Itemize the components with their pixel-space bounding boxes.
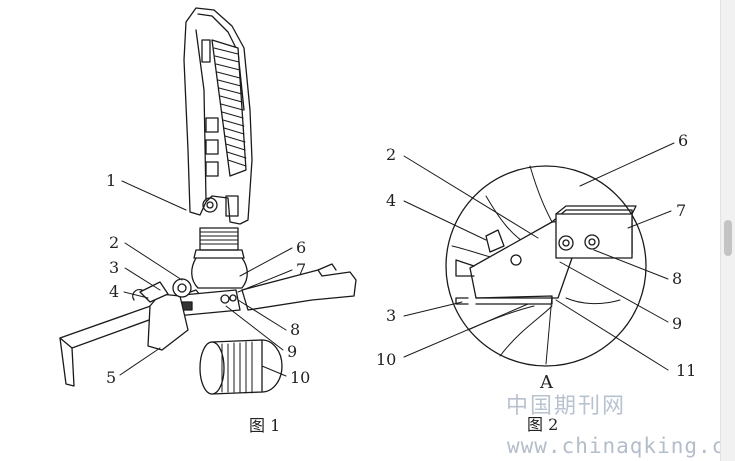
callout-9: 9 [672,314,682,333]
callout-11: 11 [676,361,696,380]
callout-4: 4 [109,282,119,301]
view-letter: A [539,372,554,393]
callout-4: 4 [386,191,396,210]
figure1-caption: 图 1 [249,416,281,435]
callout-8: 8 [290,320,300,339]
callout-2: 2 [386,145,396,164]
callout-10: 10 [376,350,396,369]
callout-7: 7 [296,260,306,279]
vertical-scrollbar[interactable] [720,0,735,461]
callout-5: 5 [106,368,116,387]
watermark-url: www.chinaqking.com [507,434,735,458]
callout-3: 3 [109,258,119,277]
callout-3: 3 [386,306,396,325]
figure1-drawing [59,7,357,395]
callout-6: 6 [678,131,688,150]
figure1-callouts: 1 2 3 4 5 6 7 8 9 10 [106,171,310,387]
figure2-caption: 图 2 [527,415,559,434]
scrollbar-thumb[interactable] [724,220,732,256]
callout-9: 9 [287,342,297,361]
figure2-callouts: 2 6 4 7 8 3 9 10 11 A [376,131,696,393]
callout-8: 8 [672,269,682,288]
callout-6: 6 [296,238,306,257]
watermark-site-name: 中国期刊网 [506,394,627,419]
callout-2: 2 [109,233,119,252]
callout-10: 10 [290,368,310,387]
figure2-drawing [403,142,675,371]
callout-1: 1 [106,171,116,190]
callout-7: 7 [676,201,686,220]
